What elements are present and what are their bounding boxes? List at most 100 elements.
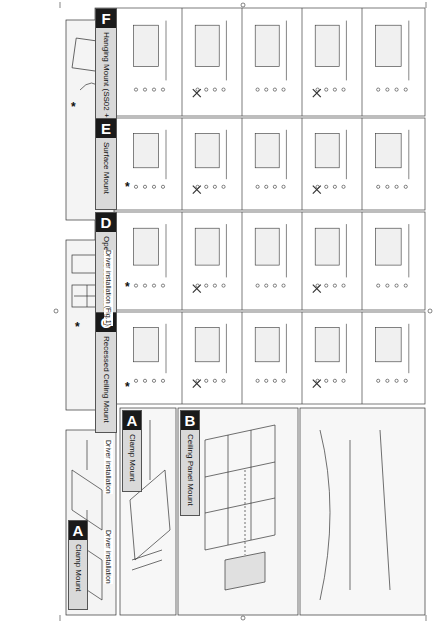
step-sketch [313,21,347,98]
screw-dot [143,88,146,91]
do-not-mark [313,380,321,388]
screw-dot [134,284,137,287]
section-title: Surface Mount [102,142,111,197]
panel-outline [255,228,279,265]
screw-dot [395,379,398,382]
screw-dot [333,88,336,91]
step-sketch [313,130,347,194]
screw-dot [161,284,164,287]
screw-dot [273,88,276,91]
do-not-mark [193,89,201,97]
step-divider [182,312,183,404]
screw-dot [213,379,216,382]
do-not-mark [193,380,201,388]
panel-outline [315,228,339,265]
screw-dot [273,185,276,188]
suspension-line [226,324,227,373]
suspension-line [346,130,347,179]
panel-outline [195,25,219,66]
section-header: BCeiling Panel Mount [180,410,200,516]
panel-outline [134,228,159,265]
screw-dot [377,185,380,188]
panel-outline [315,134,339,168]
suspension-line [346,224,347,277]
screw-dot [395,284,398,287]
step-sketch [134,21,167,92]
step-sketch [134,324,167,383]
do-not-mark [313,89,321,97]
section-header: ESurface Mount [95,118,117,210]
screw-dot [404,379,407,382]
crop-marks [54,2,432,621]
screw-dot [377,284,380,287]
screw-dot [205,185,208,188]
band-frame [95,212,425,310]
do-not-mark [313,186,321,194]
screw-dot [282,88,285,91]
screw-dot [134,88,137,91]
screw-dot [213,185,216,188]
screw-dot [342,88,345,91]
step-note: Driver installation [104,440,113,494]
step-note: Driver installation (Fig.1) [104,250,113,326]
step-divider [242,312,243,404]
step-divider [362,312,363,404]
panel-outline [376,228,402,265]
step-divider [362,118,363,210]
panel-outline [134,25,159,66]
screw-dot [152,88,155,91]
screw-dot [161,185,164,188]
panel-outline [376,25,402,66]
screw-dot [404,88,407,91]
panel-outline [255,328,279,362]
do-not-mark [313,285,321,293]
screw-dot [386,379,389,382]
step-sketch [255,130,286,189]
screw-dot [256,379,259,382]
suspension-line [166,224,167,277]
band-frame [95,312,425,404]
suspension-line [408,130,409,179]
suspension-line [346,21,347,81]
screw-dot [342,185,345,188]
step-divider [242,8,243,116]
screw-dot [161,88,164,91]
suspension-line [408,21,409,81]
step-sketch [193,324,227,388]
panel-frames [95,8,425,404]
step-divider [302,8,303,116]
section-header: CRecessed Ceiling Mount [95,312,117,433]
screw-dot [143,379,146,382]
suspension-line [286,324,287,373]
step-sketch [255,224,286,287]
step-sketch [134,224,167,287]
screw-dot [161,379,164,382]
screw-dot [222,88,225,91]
do-not-mark [193,285,201,293]
screw-dot [222,284,225,287]
screw-dot [282,284,285,287]
suspension-line [286,224,287,277]
section-title: Ceiling Panel Mount [186,434,195,509]
section-title: Clamp Mount [128,434,137,485]
screw-dot [395,185,398,188]
section-header: AClamp Mount [122,410,142,492]
step-sketch [376,324,409,383]
step-sketch [193,21,227,98]
screw-dot [386,88,389,91]
screw-dot [342,284,345,287]
step-sketch [193,130,227,194]
step-divider [242,118,243,210]
step-sketch [255,324,286,383]
suspension-line [286,130,287,179]
screw-dot [265,379,268,382]
screw-dot [143,284,146,287]
clamp-and-ceiling-sketch [120,408,425,615]
screw-dot [134,185,137,188]
screw-dot [205,284,208,287]
screw-dot [213,88,216,91]
screw-dot [333,185,336,188]
screw-dot [377,88,380,91]
step-divider [242,212,243,310]
